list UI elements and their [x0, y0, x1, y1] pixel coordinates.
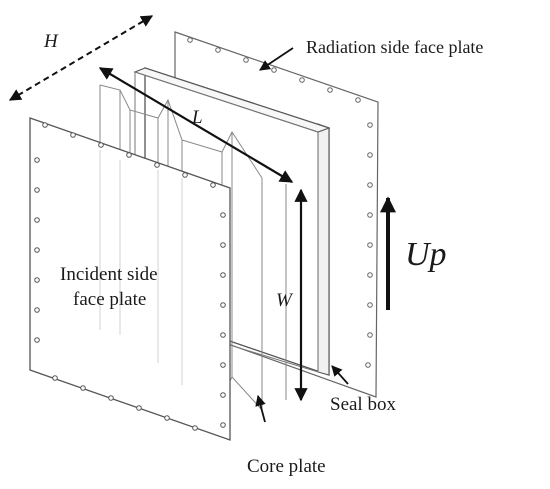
l-dimension-arrow [98, 67, 294, 183]
w-label: W [276, 290, 294, 311]
incident-side-face-plate [29, 117, 231, 441]
radiation-side-label: Radiation side face plate [306, 37, 483, 57]
core-plate-label: Core plate [247, 456, 326, 477]
up-label: Up [405, 236, 447, 273]
incident-side-label-line2: face plate [73, 289, 146, 310]
radiation-leader-arrow [259, 47, 294, 71]
seal-box-label: Seal box [330, 394, 396, 415]
core-plate-leader-arrow [255, 394, 266, 423]
seal-box-leader-arrow [331, 365, 349, 385]
l-label: L [191, 107, 203, 128]
incident-side-label-line1: Incident side [60, 264, 158, 285]
h-label: H [43, 31, 59, 52]
h-dimension-arrow [8, 15, 154, 101]
